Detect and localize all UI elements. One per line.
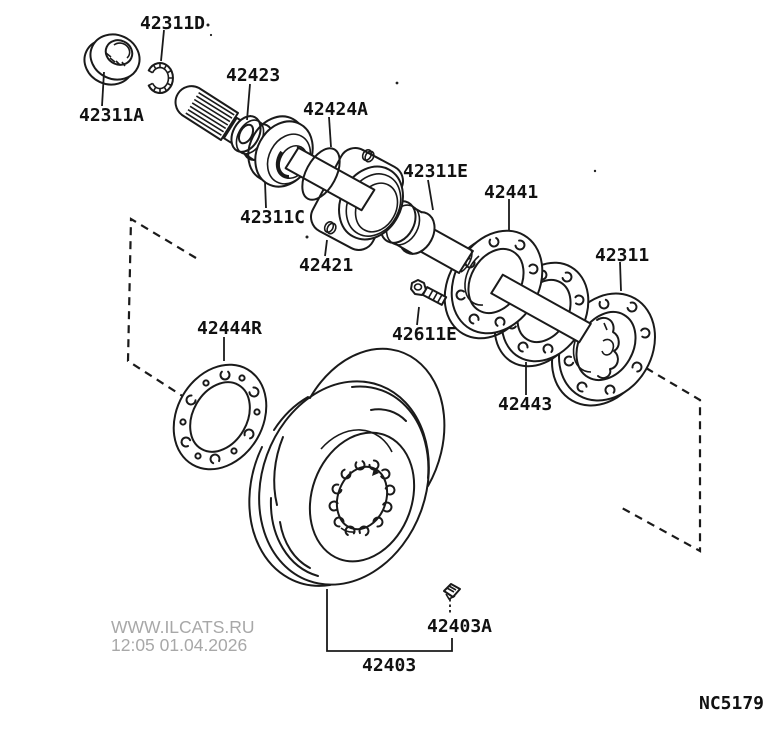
part-collar-42311E-drawing xyxy=(379,200,436,255)
drum-leader-bracket xyxy=(326,589,453,652)
gasket-holes xyxy=(179,370,262,465)
label-42311C: 42311C xyxy=(240,207,305,228)
axle-shaft-spline-drawing xyxy=(174,85,239,141)
seal-lip-hatch xyxy=(105,52,126,67)
label-42444R: 42444R xyxy=(197,318,262,339)
label-42611E: 42611E xyxy=(392,324,457,345)
drum-wall-arcs xyxy=(248,436,331,587)
drum-rim-arcs xyxy=(273,347,446,487)
scan-specks xyxy=(206,23,597,239)
part-hub-bolt-42611E-drawing xyxy=(410,279,448,306)
snap-ring-hatch xyxy=(152,63,173,93)
label-42424A: 42424A xyxy=(303,99,368,120)
label-42443: 42443 xyxy=(498,394,552,415)
label-42421: 42421 xyxy=(299,255,353,276)
dashed-guideline-right xyxy=(621,367,702,553)
spline-teeth xyxy=(185,92,235,136)
label-42403A: 42403A xyxy=(427,616,492,637)
part-oring-42424A-drawing xyxy=(301,147,341,201)
part-labels: 42311D 42311A 42423 42424A 42311C 42421 … xyxy=(79,13,649,676)
label-42311E: 42311E xyxy=(403,161,468,182)
label-42423: 42423 xyxy=(226,65,280,86)
part-oil-seal-42311A-drawing xyxy=(83,33,141,86)
leader-lines xyxy=(101,29,622,652)
label-42403: 42403 xyxy=(362,655,416,676)
part-clip-42403A-drawing xyxy=(443,583,461,601)
label-42441: 42441 xyxy=(484,182,538,203)
watermark-timestamp: 12:05 01.04.2026 xyxy=(111,635,247,655)
bolt-threads xyxy=(428,289,447,305)
watermark: WWW.ILCATS.RU 12:05 01.04.2026 xyxy=(111,617,255,655)
label-42311A: 42311A xyxy=(79,105,144,126)
part-brake-drum-42403-drawing xyxy=(248,347,446,587)
part-snap-ring-42311D-drawing xyxy=(147,62,174,94)
drawing-code: NC5179 xyxy=(699,693,764,714)
axle-shaft-band-drawing xyxy=(490,273,592,344)
axle-shaft-mid-drawing xyxy=(284,146,376,212)
part-gasket-42444R-drawing xyxy=(172,363,268,471)
label-42311: 42311 xyxy=(595,245,649,266)
watermark-site: WWW.ILCATS.RU xyxy=(111,617,255,637)
construction-guides xyxy=(126,217,702,553)
dashed-guideline-left xyxy=(126,217,197,398)
label-42311D: 42311D xyxy=(140,13,205,34)
